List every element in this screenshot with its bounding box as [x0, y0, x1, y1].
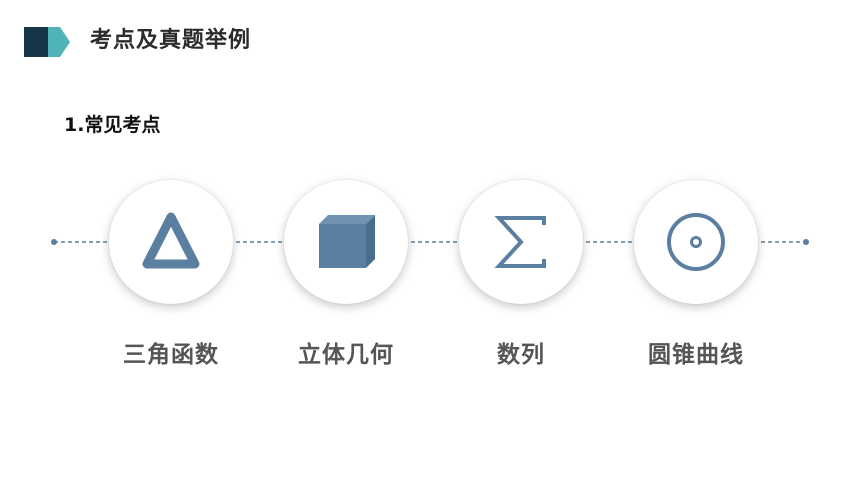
section-heading: 1.常见考点 — [64, 114, 161, 136]
topic-label-sequences: 数列 — [497, 342, 545, 368]
triangle-icon — [142, 212, 200, 269]
topic-label-trigonometry: 三角函数 — [123, 342, 219, 368]
cube-icon — [319, 215, 375, 268]
topic-node-solid-geometry — [284, 180, 408, 304]
topic-node-trigonometry — [109, 180, 233, 304]
circle-dot-icon — [667, 213, 725, 271]
header-chevron-icon — [24, 27, 70, 57]
page-title: 考点及真题举例 — [90, 28, 252, 53]
topic-node-conic-sections — [634, 180, 758, 304]
topic-label-solid-geometry: 立体几何 — [298, 342, 394, 368]
timeline-end-dot — [803, 239, 809, 245]
topic-label-conic-sections: 圆锥曲线 — [648, 342, 744, 368]
sigma-icon — [494, 216, 546, 268]
topic-node-sequences — [459, 180, 583, 304]
slide-header: 考点及真题举例 — [0, 0, 860, 70]
